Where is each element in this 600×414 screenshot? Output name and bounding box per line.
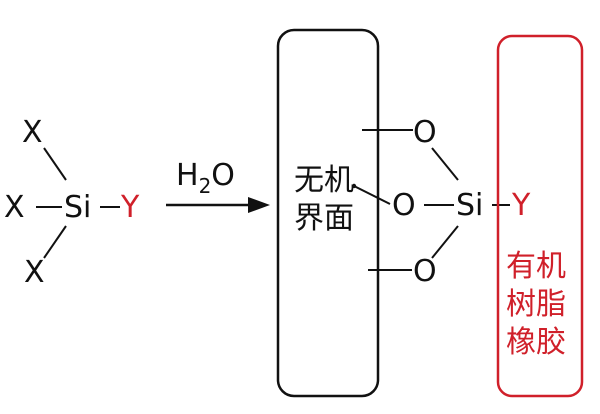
reaction-arrow: H2O — [166, 158, 270, 213]
bond-x-top-si — [43, 147, 67, 181]
arrow-head — [248, 197, 270, 213]
product-o-top: O — [413, 115, 437, 150]
bond-o-top-si — [431, 147, 459, 181]
reactant-x-left: X — [4, 190, 25, 225]
arrow-reagent: H2O — [176, 158, 235, 198]
product-si: Si — [456, 188, 483, 223]
reactant-x-top: X — [22, 115, 43, 150]
bond-o-bottom-si — [431, 225, 459, 259]
bond-x-bottom-si — [43, 225, 67, 259]
reactant-x-bottom: X — [24, 255, 45, 290]
organic-interface: 有机 树脂 橡胶 — [496, 34, 584, 398]
bond-surface-o-mid — [353, 185, 391, 205]
organic-label-line3: 橡胶 — [506, 325, 566, 360]
organic-label-line1: 有机 — [506, 249, 566, 284]
inorganic-label-line2: 界面 — [294, 201, 354, 236]
product-molecule: O O O Si Y — [351, 115, 531, 289]
organic-box — [496, 34, 584, 398]
product-y: Y — [511, 188, 531, 223]
product-o-bottom: O — [413, 254, 437, 289]
product-o-mid: O — [392, 188, 416, 223]
reactant-y: Y — [120, 190, 140, 225]
organic-label-line2: 树脂 — [506, 287, 566, 322]
reactant-molecule: X X X Si Y — [4, 115, 140, 290]
bond-dot — [351, 183, 357, 189]
inorganic-interface: 无机 界面 — [276, 28, 380, 398]
inorganic-label-line1: 无机 — [294, 163, 354, 198]
inorganic-box — [276, 28, 380, 398]
reactant-si: Si — [64, 190, 91, 225]
